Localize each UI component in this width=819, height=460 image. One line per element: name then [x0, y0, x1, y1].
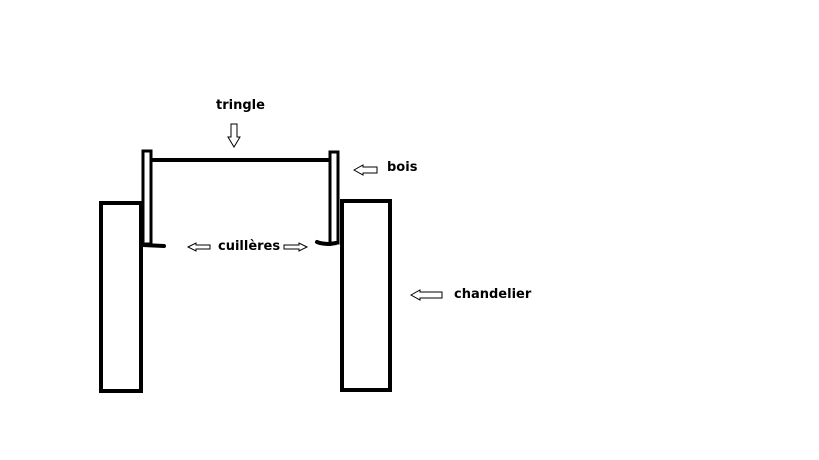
cuilleres-right-arrow-icon [283, 242, 309, 252]
tringle-arrow-down-icon [227, 123, 241, 148]
left-spoon [141, 243, 166, 248]
label-tringle: tringle [216, 98, 265, 113]
left-chandelier [99, 201, 143, 393]
cuilleres-left-arrow-icon [186, 242, 211, 252]
label-bois: bois [387, 160, 418, 175]
bois-arrow-left-icon [352, 164, 378, 176]
right-chandelier [340, 199, 392, 392]
chandelier-arrow-left-icon [409, 289, 443, 301]
right-spoon [315, 240, 338, 247]
right-wood-piece [328, 150, 340, 245]
label-cuilleres: cuillères [218, 239, 281, 254]
left-wood-piece [141, 149, 153, 246]
label-chandelier: chandelier [454, 287, 532, 302]
